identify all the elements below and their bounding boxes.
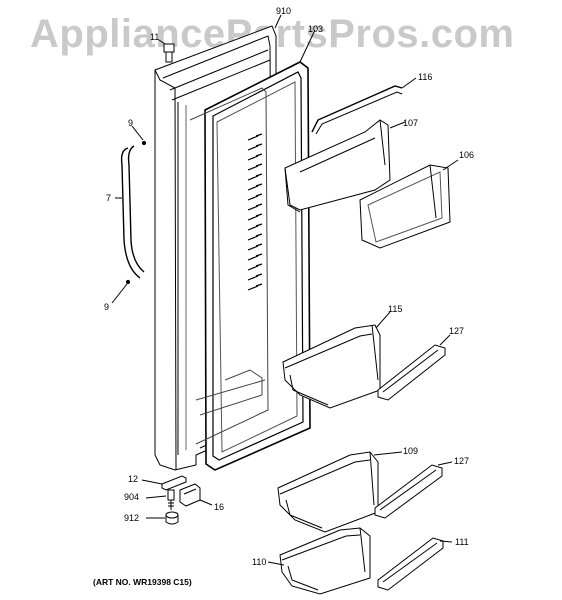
shelf-studs xyxy=(247,133,263,291)
callout-12: 12 xyxy=(128,474,139,484)
callout-107: 107 xyxy=(403,118,419,128)
small-parts xyxy=(141,475,213,525)
callout-912: 912 xyxy=(124,513,140,523)
callout-127-upper: 127 xyxy=(449,326,465,336)
hinge-cap xyxy=(158,39,175,63)
callout-127-lower: 127 xyxy=(454,456,470,466)
callout-110: 110 xyxy=(252,557,267,567)
callout-111: 111 xyxy=(455,537,469,547)
bracket-116 xyxy=(311,77,417,135)
callout-910: 910 xyxy=(276,6,292,16)
trim-127b xyxy=(374,461,453,519)
leader-103 xyxy=(299,29,316,63)
callout-16: 16 xyxy=(214,502,225,512)
door-bin-110 xyxy=(267,527,371,595)
callout-11: 11 xyxy=(150,32,160,42)
trim-127a xyxy=(377,334,451,401)
callout-9-bottom: 9 xyxy=(104,302,110,312)
callout-904: 904 xyxy=(124,492,140,502)
door-bin-107 xyxy=(284,119,406,213)
callout-116: 116 xyxy=(418,72,433,82)
door-liner xyxy=(189,87,269,445)
callout-109: 109 xyxy=(403,446,419,456)
callout-106: 106 xyxy=(459,150,475,160)
trim-111 xyxy=(377,537,453,591)
callout-9-top: 9 xyxy=(128,118,134,128)
door-handle xyxy=(111,125,147,304)
callout-115: 115 xyxy=(388,304,403,314)
art-number: (ART NO. WR19398 C15) xyxy=(93,577,192,587)
callout-103: 103 xyxy=(308,24,324,34)
callout-7: 7 xyxy=(106,193,112,203)
leader-910 xyxy=(274,14,282,29)
shelf-106 xyxy=(359,159,459,249)
door-bin-109 xyxy=(277,451,403,533)
